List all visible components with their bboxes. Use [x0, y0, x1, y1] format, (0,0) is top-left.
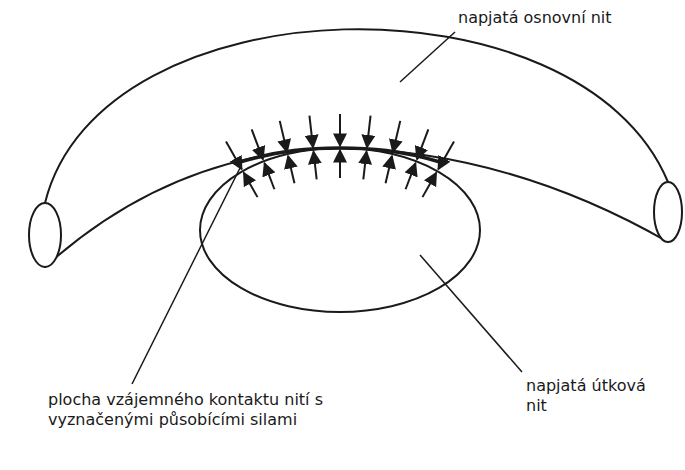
- weft-label: napjatá útková nit: [526, 376, 666, 416]
- force-arrow: [314, 151, 317, 179]
- force-arrow: [422, 173, 436, 197]
- force-arrow: [438, 141, 454, 169]
- warp-end-left: [29, 203, 61, 267]
- force-arrow: [226, 141, 242, 169]
- force-arrow: [252, 129, 263, 159]
- force-arrow: [339, 114, 341, 146]
- force-arrow: [264, 163, 274, 189]
- force-arrow: [363, 151, 366, 179]
- contact-label: plocha vzájemného kontaktu nití s vyznač…: [48, 390, 348, 430]
- contact-forces: [226, 114, 454, 197]
- force-arrow: [386, 156, 392, 183]
- leader-line: [420, 255, 522, 372]
- leader-line: [400, 32, 455, 82]
- force-arrow: [406, 163, 416, 189]
- force-arrow: [367, 116, 371, 148]
- leader-line: [132, 168, 240, 384]
- weft-thread: [200, 148, 480, 312]
- force-arrow: [393, 121, 400, 152]
- warp-end-right: [654, 182, 682, 242]
- force-arrow: [309, 116, 313, 148]
- force-arrow: [280, 121, 287, 152]
- force-arrow: [244, 173, 258, 197]
- warp-label: napjatá osnovní nit: [458, 8, 658, 28]
- force-arrow: [339, 150, 341, 178]
- force-arrow: [417, 129, 428, 159]
- force-arrow: [288, 156, 294, 183]
- warp-thread: [45, 29, 668, 267]
